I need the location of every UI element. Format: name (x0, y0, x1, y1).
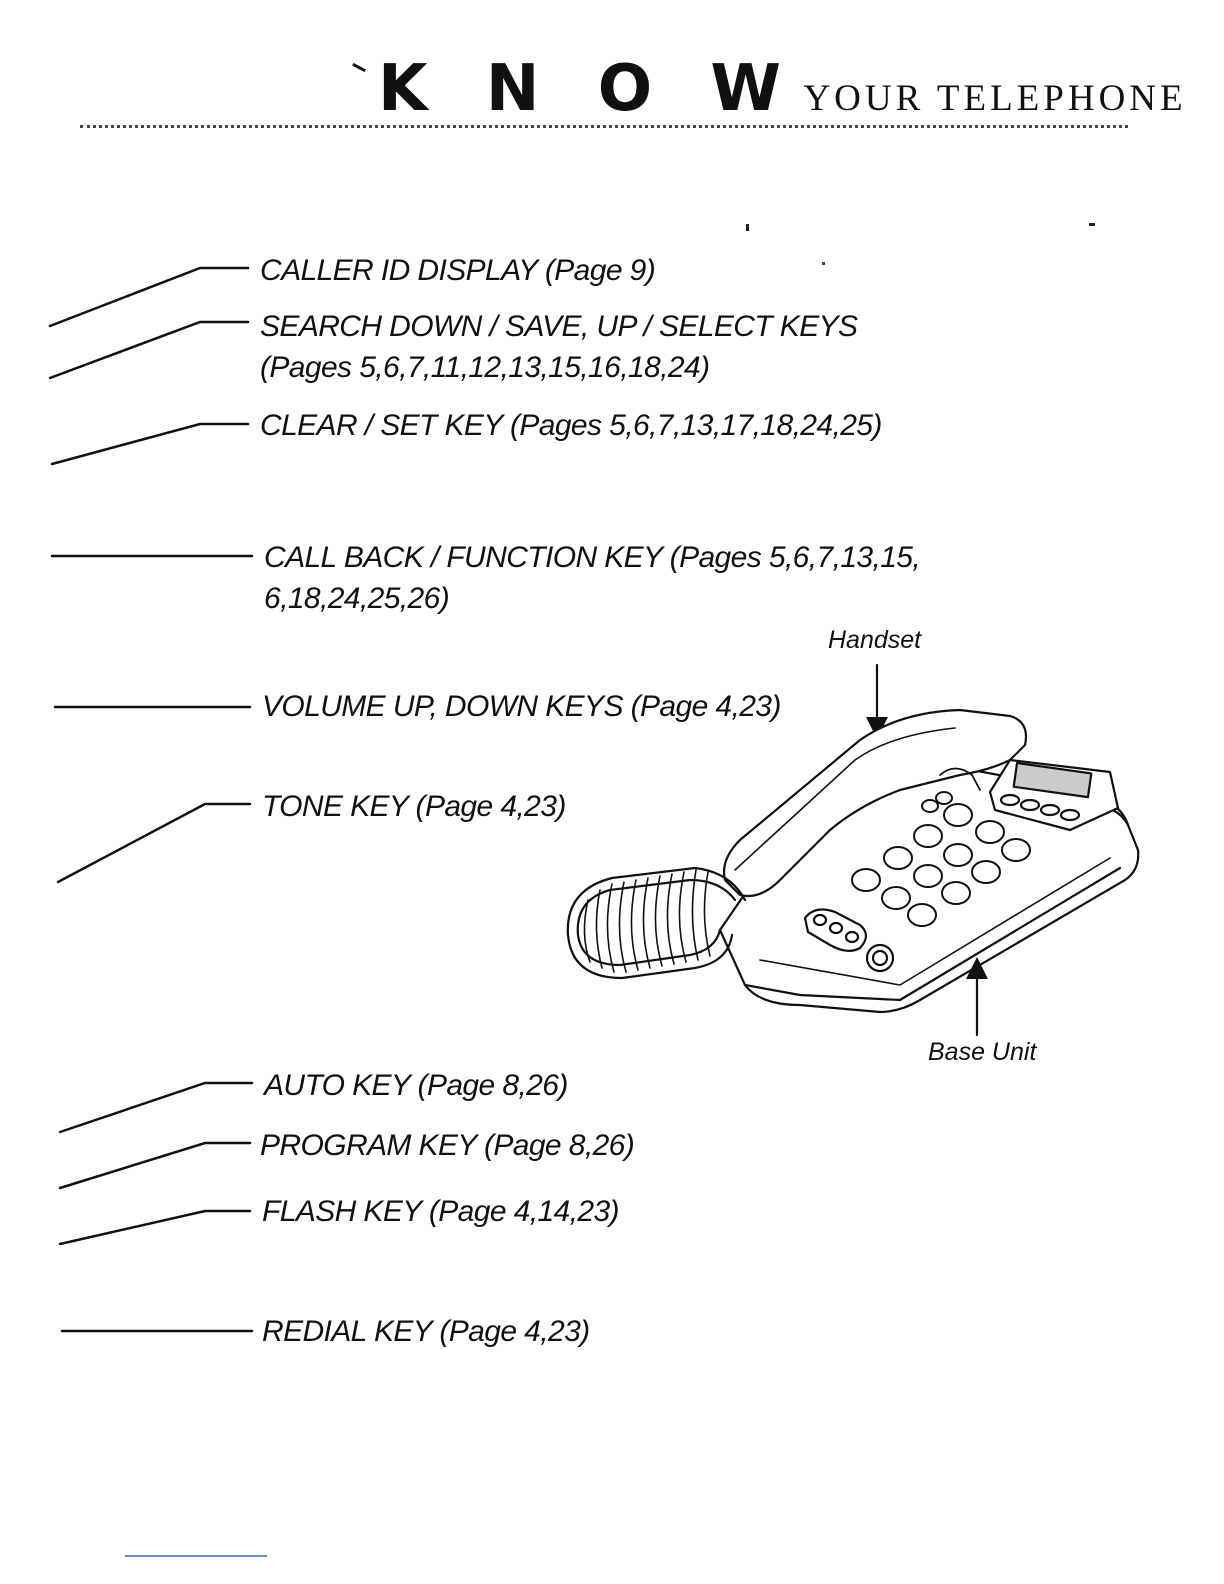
label-tone-key: TONE KEY (Page 4,23) (262, 790, 566, 823)
label-redial-key: REDIAL KEY (Page 4,23) (262, 1315, 590, 1348)
header-dotted-rule (80, 125, 1128, 128)
handset-caption: Handset (828, 626, 922, 654)
coiled-cord (576, 878, 737, 967)
leader-flash (58, 1209, 252, 1246)
label-program-key: PROGRAM KEY (Page 8,26) (260, 1129, 635, 1162)
leader-tone (56, 802, 252, 884)
label-search-keys: SEARCH DOWN / SAVE, UP / SELECT KEYS (Pa… (260, 310, 858, 384)
leader-program (58, 1141, 252, 1190)
title-rest: YOUR TELEPHONE (803, 78, 1187, 119)
function-key-cluster (803, 908, 868, 952)
footer-underline (125, 1555, 267, 1557)
label-flash-key: FLASH KEY (Page 4,14,23) (262, 1195, 620, 1228)
handset (722, 708, 1028, 898)
base-body (718, 788, 1140, 1014)
print-specks (746, 223, 1095, 265)
label-call-back-function-key: CALL BACK / FUNCTION KEY (Pages 5,6,7,13… (264, 541, 921, 615)
label-caller-id-display: CALLER ID DISPLAY (Page 9) (260, 254, 656, 287)
leader-caller-id (48, 266, 250, 328)
title-emphasis: K N O W (378, 52, 799, 126)
leader-clear-set (50, 422, 250, 466)
page-title: K N O W YOUR TELEPHONE (352, 52, 1187, 126)
leader-search-keys (48, 320, 250, 380)
label-auto-key: AUTO KEY (Page 8,26) (264, 1069, 568, 1102)
base-unit-caption: Base Unit (928, 1038, 1037, 1066)
keypad (851, 791, 1031, 927)
label-clear-set-key: CLEAR / SET KEY (Pages 5,6,7,13,17,18,24… (260, 409, 882, 442)
label-volume-keys: VOLUME UP, DOWN KEYS (Page 4,23) (262, 690, 781, 723)
leader-auto (58, 1081, 254, 1134)
telephone-illustration (566, 663, 1140, 1037)
